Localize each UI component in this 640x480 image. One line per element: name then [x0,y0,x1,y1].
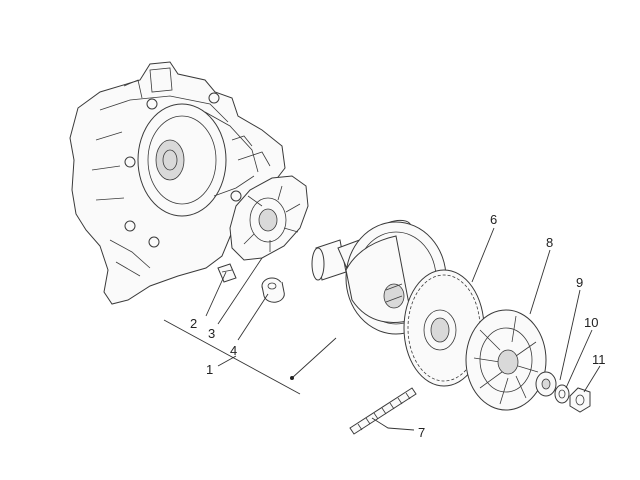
part-label-11: 11 [592,352,606,367]
crankcase-housing [69,61,286,305]
part-2-slider [217,263,237,283]
part-7-belt [349,387,417,435]
part-label-7: 7 [418,425,425,440]
part-3-ramp-plate [229,175,309,261]
part-label-6: 6 [490,212,497,227]
leader-lines [163,227,601,431]
part-label-8: 8 [546,235,553,250]
part-label-4: 4 [230,343,237,358]
part-label-9: 9 [576,275,583,290]
part-11-nut [569,387,591,413]
part-1-pulley [311,219,447,335]
part-9-bearing [535,371,557,397]
part-label-1: 1 [206,362,213,377]
pulley-center-dot [290,376,294,380]
part-label-3: 3 [208,326,215,341]
part-10-washer [554,384,570,404]
part-label-10: 10 [584,315,598,330]
part-label-2: 2 [190,316,197,331]
part-4-roller [261,277,285,303]
part-8-fan-pulley [465,309,547,411]
